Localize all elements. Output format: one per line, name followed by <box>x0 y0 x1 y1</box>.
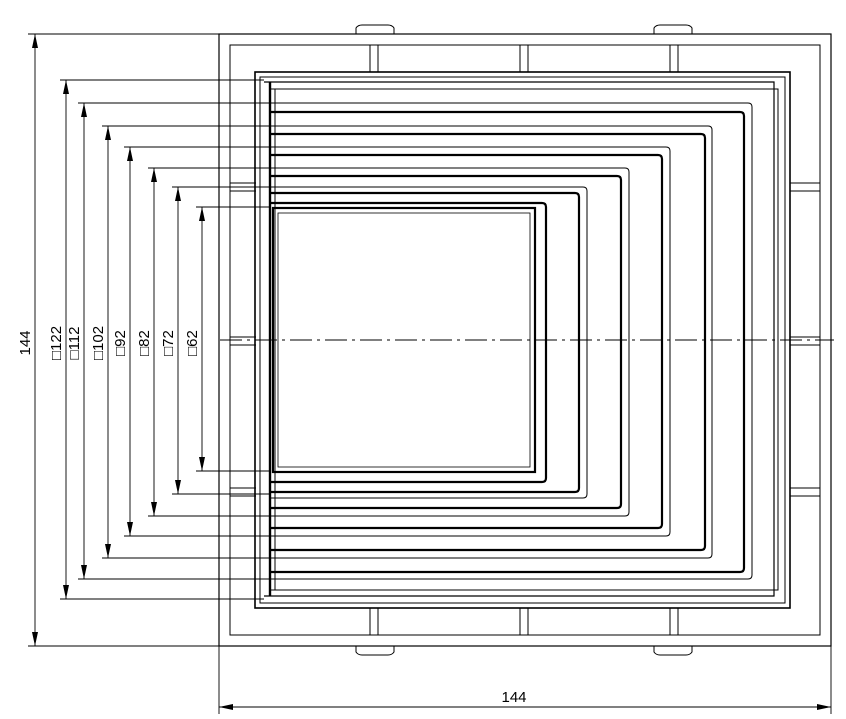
overall-height-label: 144 <box>17 330 34 355</box>
dim-label-122: □122 <box>48 326 65 360</box>
frame-ribs <box>230 45 820 635</box>
dim-label-102: □102 <box>90 326 107 360</box>
dimension-lines <box>28 33 832 714</box>
dim-label-62: □62 <box>184 330 201 356</box>
mounting-clips-top <box>355 24 693 656</box>
dim-label-72: □72 <box>160 330 177 356</box>
dim-label-82: □82 <box>136 330 153 356</box>
overall-width-label: 144 <box>501 689 526 706</box>
dim-label-92: □92 <box>112 330 129 356</box>
dimension-arrows <box>32 34 831 710</box>
nested-square-rings <box>264 81 779 597</box>
dim-label-112: □112 <box>66 327 83 360</box>
